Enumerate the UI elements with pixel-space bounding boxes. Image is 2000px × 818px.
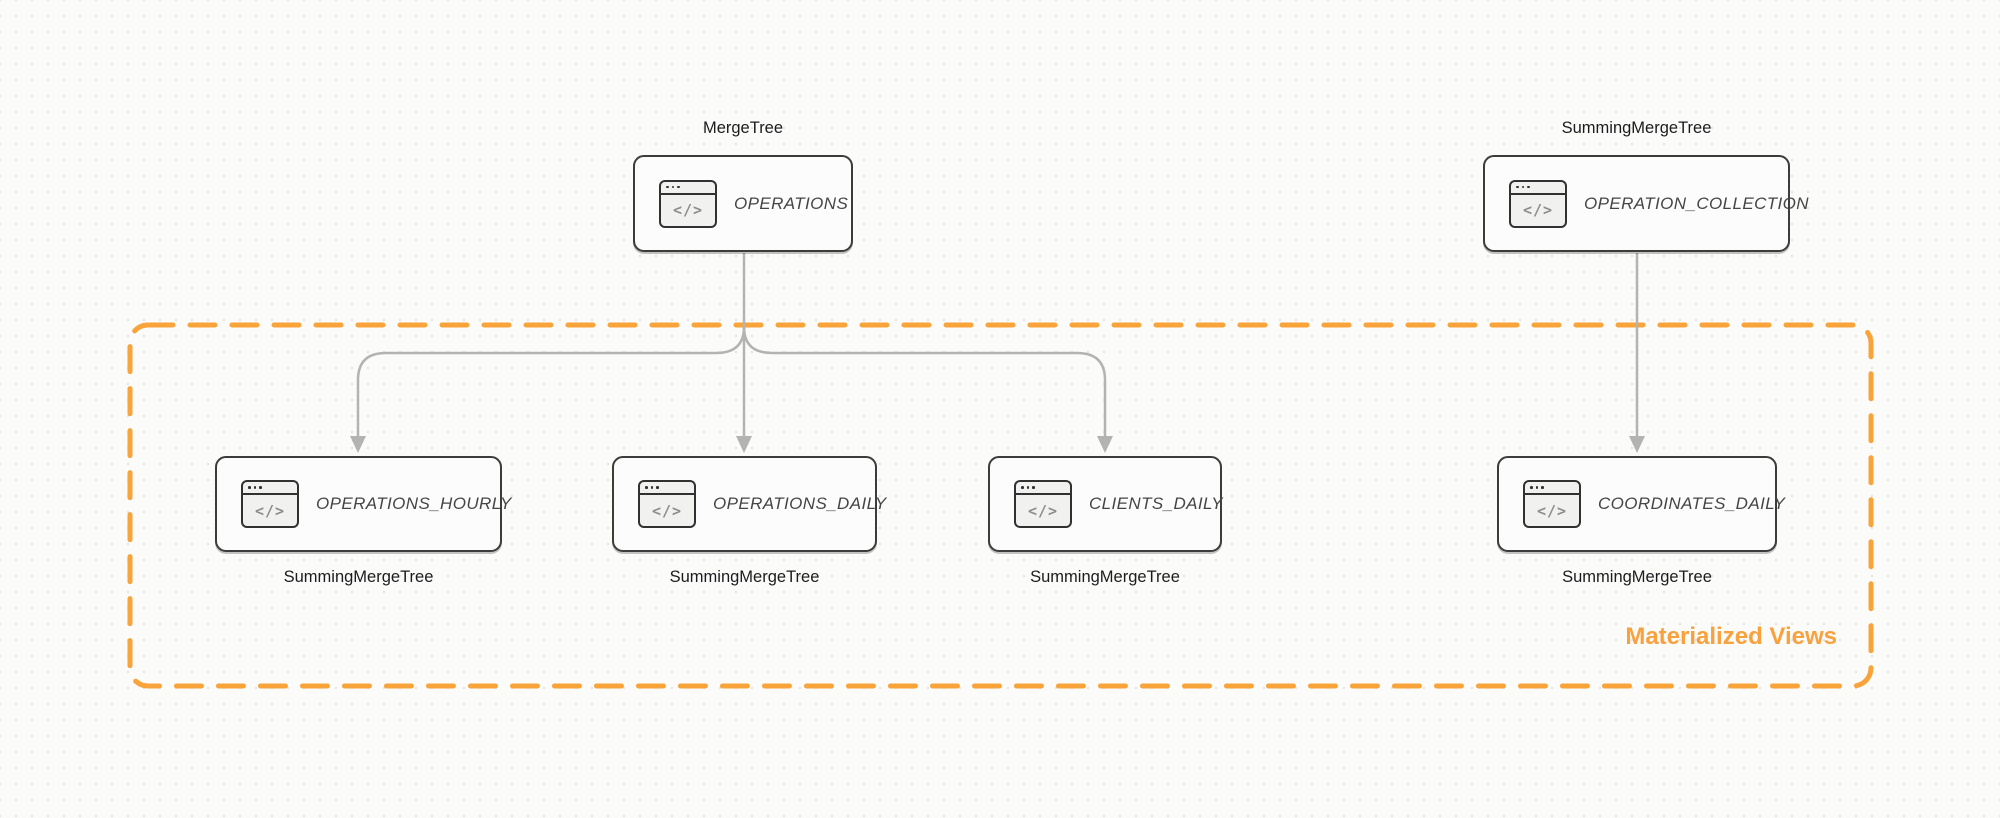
node-operations-hourly: </> OPERATIONS_HOURLY SummingMergeTree xyxy=(215,456,511,586)
code-window-icon: </> xyxy=(1014,480,1072,528)
window-header xyxy=(1016,482,1070,495)
engine-label: SummingMergeTree xyxy=(1561,119,1712,137)
table-node-box: </> CLIENTS_DAILY xyxy=(988,456,1224,552)
materialized-views-caption: Materialized Views xyxy=(1625,623,1837,650)
code-window-icon: </> xyxy=(1509,179,1567,228)
node-operations: MergeTree </> OPERATIONS xyxy=(633,119,853,252)
code-window-icon: </> xyxy=(1523,480,1581,528)
node-operation-collection: SummingMergeTree </> OPERATION_COLLECTIO… xyxy=(1483,119,1809,252)
table-node-box: </> OPERATIONS_HOURLY xyxy=(215,456,511,552)
arrowhead-icon xyxy=(350,436,366,453)
window-header xyxy=(1511,182,1565,195)
code-glyph: </> xyxy=(651,501,683,520)
window-dot-icon xyxy=(1021,486,1024,489)
table-name: COORDINATES_DAILY xyxy=(1598,494,1786,513)
table-node-box: </> OPERATIONS_DAILY xyxy=(612,456,886,552)
arrowhead-icon xyxy=(736,436,752,453)
window-dot-icon xyxy=(248,486,251,489)
window-header xyxy=(1525,482,1579,495)
window-dot-icon xyxy=(1032,486,1035,489)
window-dot-icon xyxy=(645,486,648,489)
table-node-box: </> OPERATIONS xyxy=(633,155,853,252)
table-node-box: </> COORDINATES_DAILY xyxy=(1497,456,1785,552)
engine-label: SummingMergeTree xyxy=(1562,568,1712,586)
code-window-icon: </> xyxy=(638,480,696,528)
window-dot-icon xyxy=(1535,486,1539,489)
code-window-icon: </> xyxy=(241,480,299,528)
code-glyph: </> xyxy=(672,201,704,219)
window-header xyxy=(661,182,715,195)
table-name: OPERATIONS_DAILY xyxy=(713,494,887,513)
engine-label: SummingMergeTree xyxy=(1030,568,1180,586)
arrowhead-icon xyxy=(1629,436,1645,453)
edge-operations-to-operations-hourly xyxy=(356,326,746,437)
window-dot-icon xyxy=(671,185,675,189)
window-dot-icon xyxy=(677,185,680,189)
engine-label: SummingMergeTree xyxy=(669,568,820,586)
code-glyph: </> xyxy=(1522,201,1554,219)
table-name: OPERATION_COLLECTION xyxy=(1584,193,1809,213)
window-dot-icon xyxy=(1026,486,1030,489)
table-node-box: </> OPERATION_COLLECTION xyxy=(1483,155,1809,252)
window-dot-icon xyxy=(1516,185,1519,189)
arrowhead-icon xyxy=(1097,436,1113,453)
window-dot-icon xyxy=(656,486,659,489)
window-dot-icon xyxy=(1521,185,1525,189)
window-dot-icon xyxy=(1530,486,1533,489)
table-name: CLIENTS_DAILY xyxy=(1089,494,1224,513)
window-dot-icon xyxy=(253,486,257,489)
edge-operations-to-clients-daily xyxy=(742,326,1107,437)
window-dot-icon xyxy=(650,486,654,489)
table-name: OPERATIONS_HOURLY xyxy=(316,494,512,513)
window-header xyxy=(640,482,694,495)
window-dot-icon xyxy=(666,185,669,189)
engine-label: SummingMergeTree xyxy=(283,568,434,586)
node-clients-daily: </> CLIENTS_DAILY SummingMergeTree xyxy=(988,456,1224,586)
window-dot-icon xyxy=(259,486,262,489)
code-glyph: </> xyxy=(1536,501,1568,520)
window-header xyxy=(243,482,297,495)
table-name: OPERATIONS xyxy=(734,193,849,213)
code-glyph: </> xyxy=(254,501,286,520)
window-dot-icon xyxy=(1541,486,1544,489)
code-glyph: </> xyxy=(1027,501,1059,520)
node-operations-daily: </> OPERATIONS_DAILY SummingMergeTree xyxy=(612,456,886,586)
node-coordinates-daily: </> COORDINATES_DAILY SummingMergeTree xyxy=(1497,456,1785,586)
engine-label: MergeTree xyxy=(702,119,784,137)
code-window-icon: </> xyxy=(659,179,717,228)
window-dot-icon xyxy=(1527,185,1530,189)
